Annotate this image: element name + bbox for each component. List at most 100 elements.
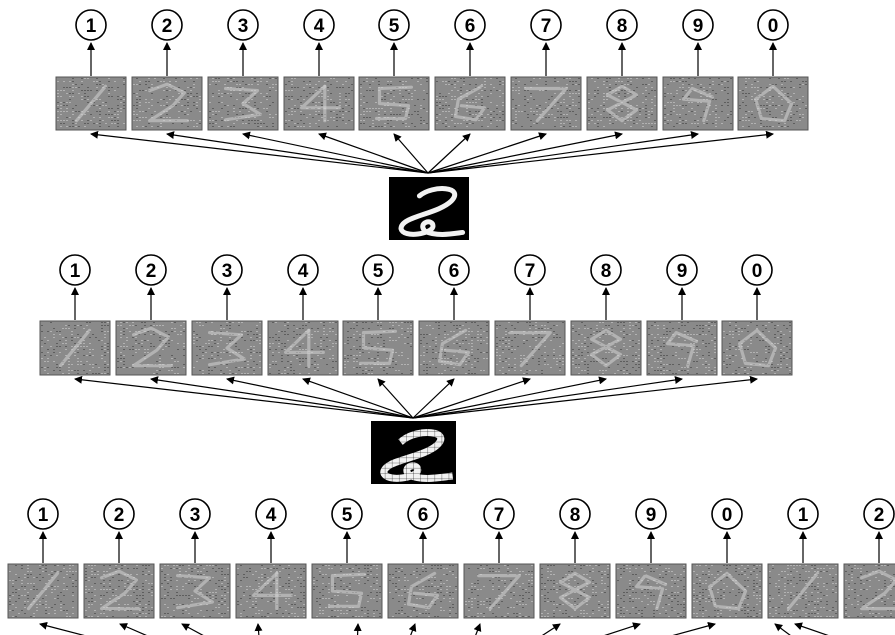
- input-arrow-row-3-7: [520, 624, 560, 635]
- input-arrow-row-3-4: [357, 624, 358, 635]
- output-label-row-3-3: 4: [256, 499, 286, 529]
- output-label-row-1-4: 5: [379, 10, 409, 40]
- output-label-row-3-4: 5: [332, 499, 362, 529]
- output-label-text: 2: [874, 505, 885, 526]
- output-label-text: 2: [162, 16, 173, 37]
- filter-row-2-8: [647, 321, 717, 375]
- input-arrow-row-1-1: [167, 134, 428, 173]
- filter-row-3-11: [844, 564, 895, 618]
- output-label-text: 1: [38, 505, 49, 526]
- filter-row-1-0: [56, 77, 126, 130]
- output-label-row-2-2: 3: [212, 255, 242, 285]
- output-label-row-2-6: 7: [515, 255, 545, 285]
- filter-row-2-9: [722, 321, 792, 375]
- output-label-text: 8: [617, 16, 628, 37]
- input-arrow-row-2-5: [413, 379, 454, 418]
- output-label-row-1-7: 8: [607, 10, 637, 40]
- output-label-row-3-0: 1: [28, 499, 58, 529]
- filter-row-2-5: [419, 321, 489, 375]
- output-label-text: 3: [222, 261, 233, 282]
- output-label-row-2-5: 6: [439, 255, 469, 285]
- filter-row-3-10: [768, 564, 838, 618]
- output-label-row-1-6: 7: [531, 10, 561, 40]
- filters-layer: [8, 77, 895, 618]
- input-arrow-row-1-9: [428, 134, 773, 173]
- output-label-text: 0: [752, 261, 763, 282]
- output-label-text: 7: [494, 505, 505, 526]
- output-label-row-3-9: 0: [712, 499, 742, 529]
- output-label-row-3-8: 9: [636, 499, 666, 529]
- input-arrow-row-2-1: [151, 379, 413, 418]
- output-label-row-2-7: 8: [591, 255, 621, 285]
- input-digit-row-1: [389, 177, 469, 240]
- output-label-row-1-5: 6: [455, 10, 485, 40]
- input-arrow-row-3-6: [470, 624, 480, 635]
- output-label-row-2-3: 4: [288, 255, 318, 285]
- output-label-text: 1: [798, 505, 809, 526]
- output-label-text: 6: [418, 505, 429, 526]
- input-arrow-row-2-9: [413, 379, 757, 418]
- input-arrow-row-3-8: [560, 624, 640, 635]
- output-label-row-1-8: 9: [683, 10, 713, 40]
- output-label-text: 8: [570, 505, 581, 526]
- filter-row-2-0: [40, 321, 110, 375]
- output-label-row-1-2: 3: [228, 10, 258, 40]
- filter-row-1-5: [435, 77, 505, 130]
- output-label-row-3-6: 7: [484, 499, 514, 529]
- input-arrow-row-1-6: [428, 134, 546, 173]
- output-label-row-2-9: 0: [742, 255, 772, 285]
- filter-row-3-3: [236, 564, 306, 618]
- output-label-text: 3: [190, 505, 201, 526]
- filter-row-3-1: [84, 564, 154, 618]
- input-arrow-row-3-11: [795, 624, 870, 635]
- output-label-text: 4: [298, 261, 309, 282]
- filter-row-2-1: [116, 321, 186, 375]
- filter-row-3-7: [540, 564, 610, 618]
- output-label-row-3-5: 6: [408, 499, 438, 529]
- filter-row-2-6: [495, 321, 565, 375]
- output-label-row-3-1: 2: [104, 499, 134, 529]
- input-arrow-row-2-7: [413, 379, 606, 418]
- output-label-text: 5: [389, 16, 400, 37]
- filter-row-3-5: [388, 564, 458, 618]
- output-label-row-3-11: 2: [864, 499, 894, 529]
- filter-row-3-8: [616, 564, 686, 618]
- output-label-row-2-4: 5: [363, 255, 393, 285]
- filter-row-2-7: [571, 321, 641, 375]
- output-label-row-1-0: 1: [76, 10, 106, 40]
- output-label-text: 9: [677, 261, 688, 282]
- filter-row-2-3: [268, 321, 338, 375]
- output-label-row-3-10: 1: [788, 499, 818, 529]
- output-label-text: 0: [722, 505, 733, 526]
- filter-row-1-2: [208, 77, 278, 130]
- output-label-text: 4: [266, 505, 277, 526]
- output-label-text: 5: [373, 261, 384, 282]
- input-arrow-row-3-1: [120, 624, 180, 635]
- input-arrow-row-2-8: [413, 379, 682, 418]
- input-arrow-row-1-0: [91, 134, 428, 173]
- filter-row-1-8: [663, 77, 733, 130]
- filter-row-1-6: [511, 77, 581, 130]
- input-digit-row-2: [371, 421, 456, 484]
- output-label-text: 2: [114, 505, 125, 526]
- output-label-text: 6: [465, 16, 476, 37]
- output-label-text: 3: [238, 16, 249, 37]
- output-label-row-2-0: 1: [60, 255, 90, 285]
- filter-row-3-2: [160, 564, 230, 618]
- input-arrow-row-3-2: [182, 624, 230, 635]
- output-label-row-3-7: 8: [560, 499, 590, 529]
- filter-row-1-1: [132, 77, 202, 130]
- output-label-row-2-8: 9: [667, 255, 697, 285]
- output-label-row-2-1: 2: [136, 255, 166, 285]
- output-label-text: 4: [314, 16, 325, 37]
- filter-row-3-0: [8, 564, 78, 618]
- input-arrow-row-1-8: [428, 134, 698, 173]
- output-label-text: 0: [768, 16, 779, 37]
- filter-row-1-4: [359, 77, 429, 130]
- filter-row-1-3: [284, 77, 354, 130]
- output-label-text: 2: [146, 261, 157, 282]
- output-label-text: 9: [693, 16, 704, 37]
- filter-row-1-9: [738, 77, 808, 130]
- output-label-text: 6: [449, 261, 460, 282]
